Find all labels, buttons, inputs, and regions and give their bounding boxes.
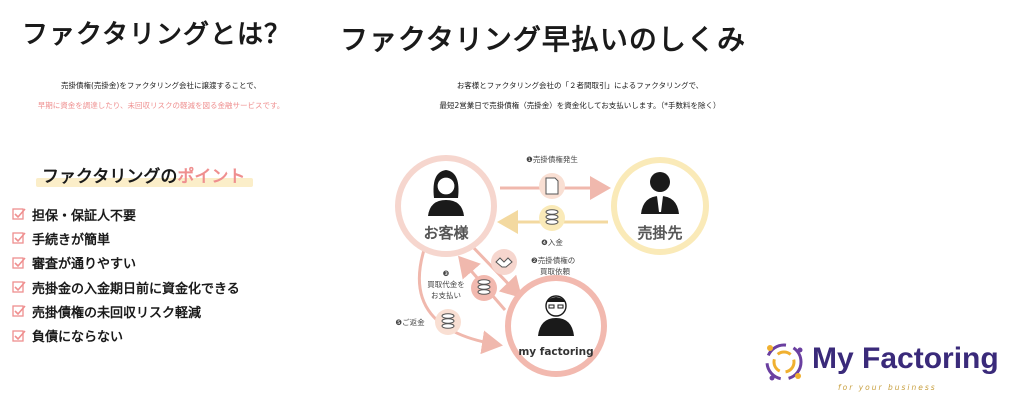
checkbox-icon — [12, 329, 26, 342]
arrow-step5 — [418, 249, 503, 355]
point-item: 担保・保証人不要 — [12, 202, 240, 226]
checkbox-icon — [12, 257, 26, 269]
customer-label: お客様 — [423, 224, 469, 242]
right-desc-line2: 最短2営業日で売掛債権（売掛金）を資金化してお支払いします。（*手数料を除く） — [439, 101, 721, 110]
brand-name: My Factoring — [812, 342, 999, 375]
checkbox-icon — [12, 305, 26, 317]
buyer-label: 売掛先 — [637, 224, 682, 242]
step4-label: ❹入金 — [541, 237, 563, 247]
point-heading: ファクタリングのポイント — [36, 162, 254, 187]
step1-label: ❶売掛債権発生 — [526, 154, 578, 164]
person-female-icon — [428, 170, 464, 216]
company-label: my factoring — [518, 346, 593, 358]
my-factoring-logo-icon — [765, 343, 803, 381]
step5-label: ❺ご返金 — [395, 317, 425, 327]
checkbox-icon — [12, 208, 26, 220]
point-heading-accent: ポイント — [177, 167, 246, 187]
point-item: 審査が通りやすい — [12, 251, 240, 275]
step3-label-line1: 買取代金を — [427, 279, 465, 289]
point-item: 売掛金の入金期日前に資金化できる — [12, 275, 240, 299]
point-item: 手続きが簡単 — [12, 226, 240, 250]
checkbox-icon — [12, 232, 26, 245]
step3-label-line2: お支払い — [431, 290, 461, 300]
coins-icon — [441, 313, 455, 329]
step2-label-line2: 買取依頼 — [540, 266, 570, 276]
step3-number: ❸ — [443, 269, 450, 278]
document-icon — [545, 177, 559, 195]
point-item: 売掛債権の未回収リスク軽減 — [12, 299, 240, 323]
coins-icon — [477, 279, 491, 295]
right-title: ファクタリング早払いのしくみ — [340, 23, 747, 56]
left-title: ファクタリングとは？ — [22, 20, 291, 50]
handshake-icon — [495, 257, 513, 268]
step2-label-line1: ❷売掛債権の — [531, 255, 575, 265]
point-list: 担保・保証人不要 手続きが簡単 審査が通りやすい 売掛金の入金期日前に資金化でき… — [12, 202, 240, 348]
right-desc-line1: お客様とファクタリング会社の「２者間取引」によるファクタリングで、 — [456, 81, 704, 90]
brand-tagline: for your business — [838, 383, 937, 392]
left-desc-line1: 売掛債権(売掛金)をファクタリング会社に譲渡することで、 — [60, 81, 262, 90]
person-glasses-icon — [538, 295, 574, 336]
left-desc-line2: 早期に資金を調達したり、未回収リスクの軽減を図る金融サービスです。 — [37, 101, 285, 110]
point-heading-main: ファクタリングの — [42, 167, 178, 187]
point-item: 負債にならない — [12, 323, 240, 347]
checkbox-icon — [12, 281, 26, 293]
person-businessman-icon — [641, 172, 679, 214]
coins-icon — [545, 209, 559, 225]
